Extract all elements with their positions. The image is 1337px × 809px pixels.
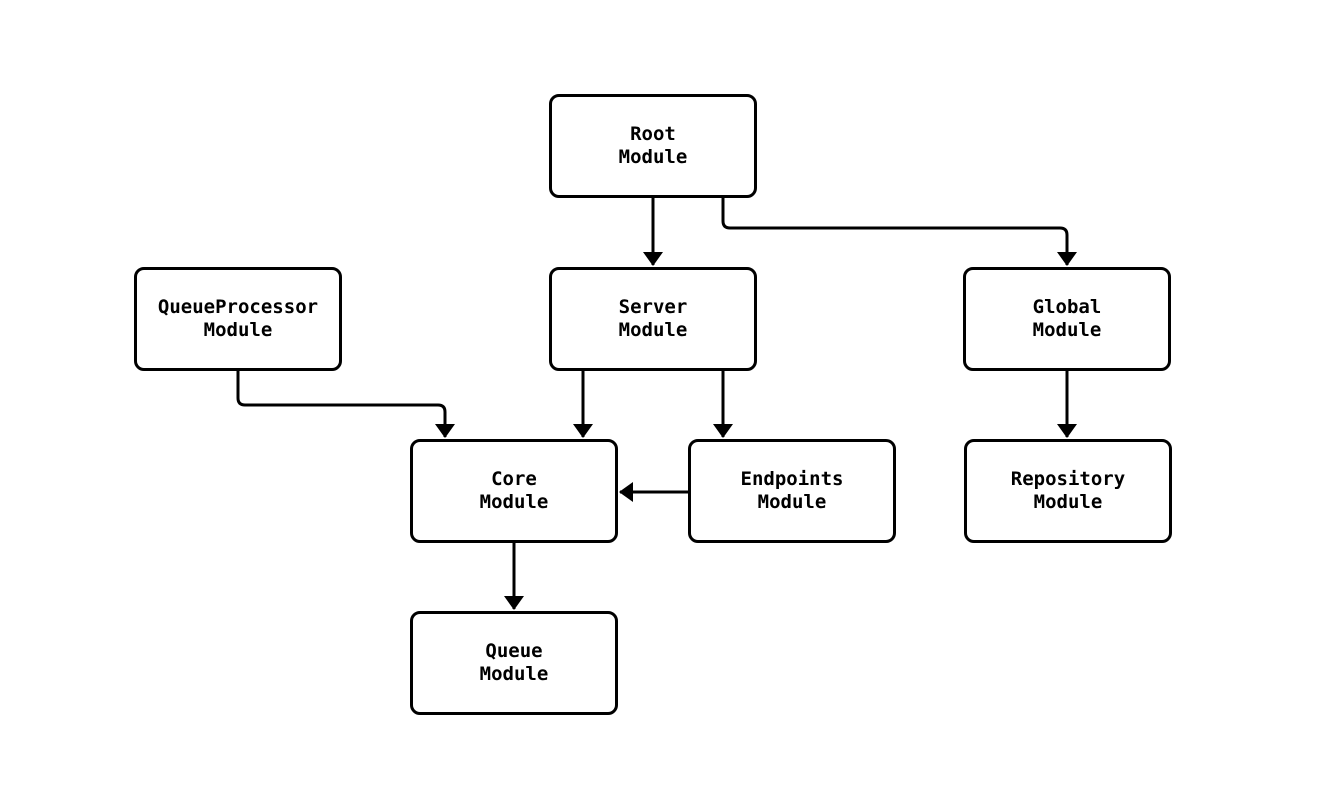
node-label-line1: Queue (485, 640, 543, 662)
node-label-line2: Module (618, 146, 688, 168)
node-label-line2: Module (618, 319, 688, 341)
node-label-line1: Endpoints (740, 468, 844, 490)
node-label-line2: Module (1033, 491, 1103, 513)
edge-root-module-to-global-module (721, 198, 1077, 266)
node-label-line1: Repository (1010, 468, 1126, 490)
node-label-line1: QueueProcessor (157, 296, 319, 318)
node-label-line2: Module (479, 491, 549, 513)
edge-queueprocessor-module-to-core-module (236, 371, 455, 438)
node-label-line2: Module (1032, 319, 1102, 341)
node-label-line1: Global (1032, 296, 1102, 318)
node-label-line1: Server (618, 296, 688, 318)
node-label-line1: Core (491, 468, 537, 490)
node-label-line2: Module (203, 319, 273, 341)
node-label-line1: Root (630, 123, 676, 145)
node-label-line2: Module (479, 663, 549, 685)
node-label-line2: Module (757, 491, 827, 513)
